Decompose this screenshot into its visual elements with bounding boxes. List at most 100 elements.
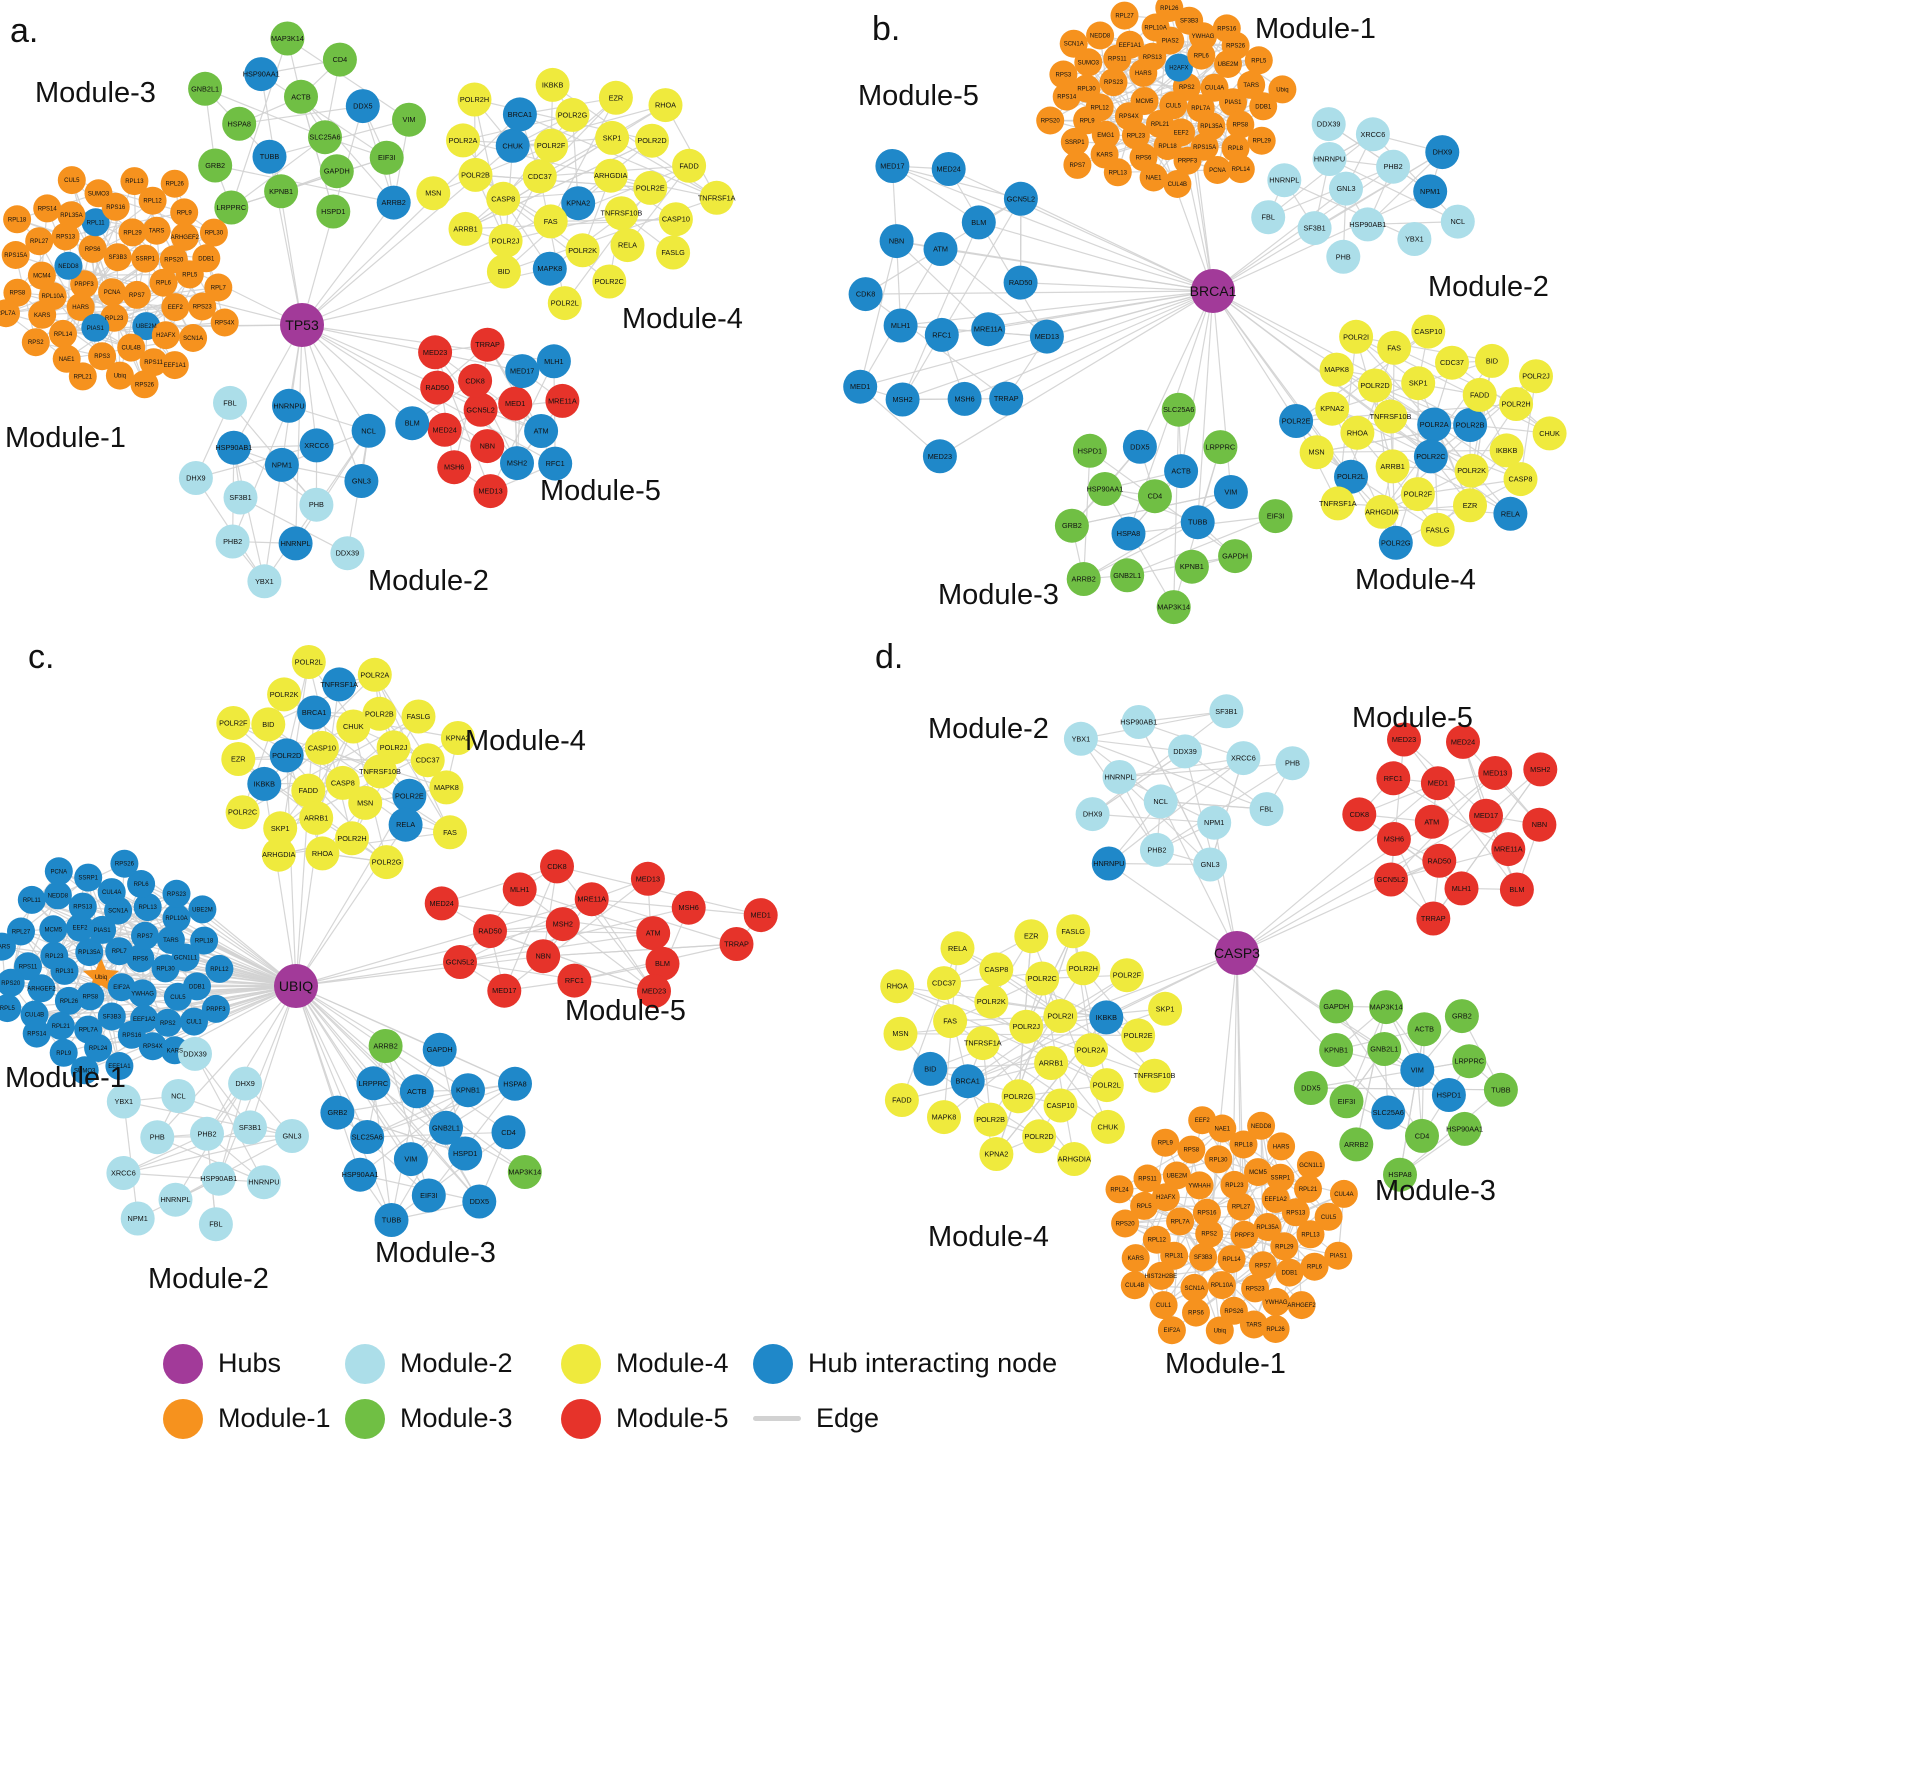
node-label: YBX1 [1405,234,1424,243]
node-label: SCN1A [1184,1286,1204,1292]
node-label: EEF1A1 [108,1064,131,1070]
module-label: Module-2 [928,713,1049,745]
node-label: NPM1 [272,460,292,469]
network-node [1324,1241,1353,1270]
node-label: KPNA2 [984,1149,1008,1158]
network-node [1121,121,1150,150]
node-label: MAP3K14 [508,1167,541,1176]
network-node [161,1079,196,1113]
edge [321,747,451,833]
edge [1080,738,1267,810]
module-label: Module-3 [375,1237,496,1269]
node-label: GNB2L1 [1370,1044,1398,1053]
node-label: ARHGDIA [262,850,295,859]
network-node [51,222,80,251]
node-label: FBL [1262,213,1275,222]
network-node [392,778,427,813]
network-node [1342,797,1377,832]
network-node [1115,30,1144,59]
node-label: POLR2C [228,808,257,817]
network-node [1188,1106,1217,1135]
node-label: HSPA8 [228,119,251,128]
edge [123,1126,251,1174]
node-label: ARHGEF2 [171,235,200,241]
node-label: MAP3K14 [1157,603,1190,612]
labels-layer: NCLDDX39NPM1HNRNPLXRCC6PHB2HSP90AB1FBLDH… [875,638,1550,1380]
hub-edge [948,168,1214,292]
network-node [17,885,46,914]
network-node [658,202,693,237]
network-node [1043,1088,1078,1123]
module-label: Module-1 [1165,1348,1286,1380]
network-node [950,1064,985,1099]
node-label: CUL1 [1156,1303,1172,1309]
node-label: RPL12 [210,967,229,973]
node-label: MCM4 [33,274,51,280]
network-node [1121,705,1156,739]
node-label: POLR2L [1337,472,1365,481]
hub-edge [1236,782,1439,954]
legend-label: Module-3 [400,1403,513,1433]
node-label: BID [1486,356,1498,365]
node-label: RPL30 [1077,87,1096,93]
network-node [299,487,334,522]
node-label: H2AFX [1156,1195,1175,1201]
network-node [1036,106,1065,135]
network-node [149,268,178,297]
network-node [979,952,1014,987]
network-node [201,994,230,1023]
network-node [1221,134,1250,163]
network-node [1462,377,1497,412]
network-node [411,1178,446,1213]
node-label: MAPK8 [1324,365,1349,374]
edge [123,1172,264,1183]
node-label: TNFRSF1A [964,1039,1002,1048]
network-node [246,1165,281,1200]
network-node [500,446,534,481]
node-label: RPL7A [0,311,16,317]
node-label: SSRP1 [1065,140,1085,146]
network-node [458,157,493,192]
node-label: POLR2E [395,791,424,800]
node-label: CUL5 [1321,1215,1337,1221]
network-node [1522,807,1557,842]
edge [391,1131,509,1221]
network-node [210,308,239,337]
edge [1355,1006,1387,1145]
node-label: GNB2L1 [1113,571,1141,580]
node-label: NBN [1532,820,1547,829]
module-label: Module-2 [368,565,489,597]
network-node [162,879,191,908]
network-node [1226,155,1255,184]
node-label: BID [924,1064,936,1073]
network-node [699,180,734,215]
node-label: GRB2 [1062,521,1082,530]
network-node [1275,1258,1304,1287]
network-node [1340,415,1375,450]
edge [1367,151,1443,225]
node-label: RPS20 [1116,1222,1136,1228]
node-label: PIAS1 [94,928,112,934]
edge [1092,710,1227,815]
network-node [399,1074,434,1109]
node-label: GAPDH [1323,1002,1349,1011]
network-node [330,536,365,571]
node-label: POLR2L [1093,1081,1121,1090]
network-node [70,270,99,299]
node-label: PRPF3 [74,282,94,288]
node-label: RPS6 [1136,155,1152,161]
network-node [215,524,250,559]
node-label: POLR2D [637,136,666,145]
node-label: ARHGDIA [1365,507,1398,516]
network-node [117,1020,146,1049]
network-node [1001,1079,1036,1114]
node-label: CASP8 [1509,475,1533,484]
hub-edge [295,324,303,544]
network-node [1401,366,1436,401]
network-node [1063,150,1092,179]
network-node [84,179,113,208]
edge [1165,1196,1276,1200]
module-label: Module-5 [858,80,979,112]
node-label: NPM1 [1420,187,1440,196]
node-label: RPS26 [1226,44,1246,50]
